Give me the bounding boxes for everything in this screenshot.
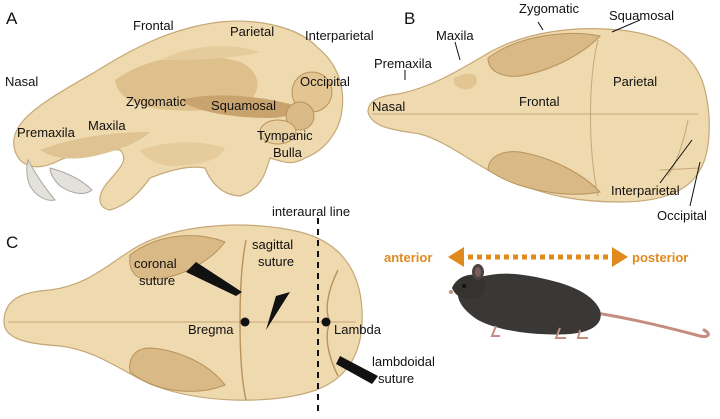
lateral-skull-illustration — [13, 20, 344, 211]
suture-skull-illustration — [3, 224, 363, 401]
label-bregma: Bregma — [188, 322, 234, 337]
coronal-pointer-arrow — [186, 262, 242, 296]
label-zygomatic-b: Zygomatic — [519, 1, 579, 16]
leader-interparietal-b — [659, 139, 693, 184]
label-squamosal-b: Squamosal — [609, 8, 674, 23]
label-coronal-suture: suture — [139, 273, 175, 288]
posterior-arrowhead — [612, 247, 628, 267]
label-interparietal-b: Interparietal — [611, 183, 680, 198]
label-frontal-b: Frontal — [519, 94, 560, 109]
label-maxila-a: Maxila — [88, 118, 126, 133]
dorsal-skull-illustration — [367, 28, 710, 203]
panel-c-letter: C — [6, 233, 18, 252]
label-lambda: Lambda — [334, 322, 382, 337]
leader-occipital-b — [689, 161, 701, 207]
panel-a-letter: A — [6, 9, 18, 28]
leader-maxila-b — [454, 41, 461, 61]
label-anterior: anterior — [384, 250, 432, 265]
label-maxila-b: Maxila — [436, 28, 474, 43]
leader-squamosal-b — [611, 19, 641, 33]
label-squamosal-a: Squamosal — [211, 98, 276, 113]
leader-zygomatic-b — [537, 21, 544, 31]
lambdoidal-pointer-arrow — [336, 356, 378, 384]
label-lambdoidal: lambdoidal — [372, 354, 435, 369]
panel-b-letter: B — [404, 9, 415, 28]
mouse-illustration — [449, 264, 710, 339]
label-parietal-a: Parietal — [230, 24, 274, 39]
label-coronal: coronal — [134, 256, 177, 271]
label-zygomatic-a: Zygomatic — [126, 94, 186, 109]
label-interaural-line: interaural line — [272, 204, 350, 219]
label-tympanic-a: Tympanic — [257, 128, 313, 143]
label-premaxila-a: Premaxila — [17, 125, 76, 140]
label-bulla-a: Bulla — [273, 145, 303, 160]
label-premaxila-b: Premaxila — [374, 56, 433, 71]
label-parietal-b: Parietal — [613, 74, 657, 89]
label-nasal-a: Nasal — [5, 74, 38, 89]
sagittal-pointer-arrow — [266, 292, 290, 330]
bregma-point — [240, 317, 250, 327]
anterior-arrowhead — [448, 247, 464, 267]
label-occipital-a: Occipital — [300, 74, 350, 89]
label-sagittal-suture: suture — [258, 254, 294, 269]
label-interparietal-a: Interparietal — [305, 28, 374, 43]
label-sagittal: sagittal — [252, 237, 293, 252]
label-posterior: posterior — [632, 250, 688, 265]
label-lambdoidal-suture: suture — [378, 371, 414, 386]
lambda-point — [321, 317, 331, 327]
label-nasal-b: Nasal — [372, 99, 405, 114]
label-occipital-b: Occipital — [657, 208, 707, 223]
label-frontal-a: Frontal — [133, 18, 174, 33]
